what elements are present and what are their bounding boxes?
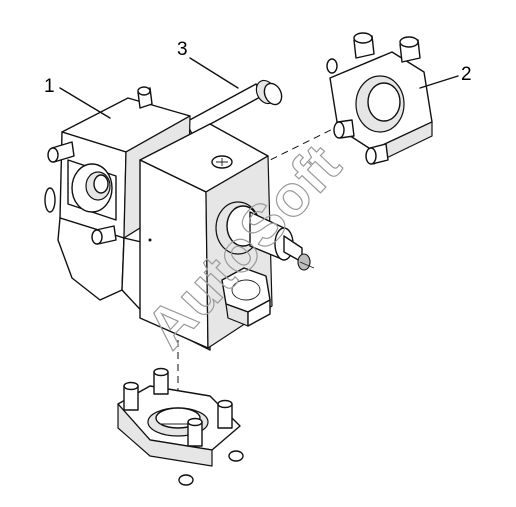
flange-bottom-stud-2 — [123, 381, 139, 411]
flange-bottom-stud-4 — [187, 417, 203, 447]
callout-1: 1 — [44, 76, 55, 97]
flange-bottom — [117, 367, 244, 486]
stud-left-upper — [47, 141, 75, 163]
stud-left-top — [137, 86, 153, 109]
callout-3: 3 — [177, 39, 188, 60]
leader-line-3 — [189, 57, 239, 89]
callout-2: 2 — [461, 64, 472, 85]
hex-plug — [221, 267, 271, 327]
flange-bottom-stud-3 — [217, 399, 233, 429]
flange-bottom-stud-1 — [153, 367, 169, 395]
leader-line-2 — [419, 75, 459, 89]
flange-part-2 — [326, 32, 433, 165]
valve-block-part-1 — [44, 86, 315, 351]
flange-2-stud-lower-left — [333, 119, 355, 139]
flange-2-stud-upper-right — [399, 36, 421, 63]
solenoid-cartridge — [215, 201, 315, 271]
flange-2-stud-top — [353, 32, 375, 59]
leader-line-1 — [59, 87, 111, 119]
flange-2-stud-lower-right — [365, 143, 389, 165]
stud-left-lower — [91, 225, 117, 245]
